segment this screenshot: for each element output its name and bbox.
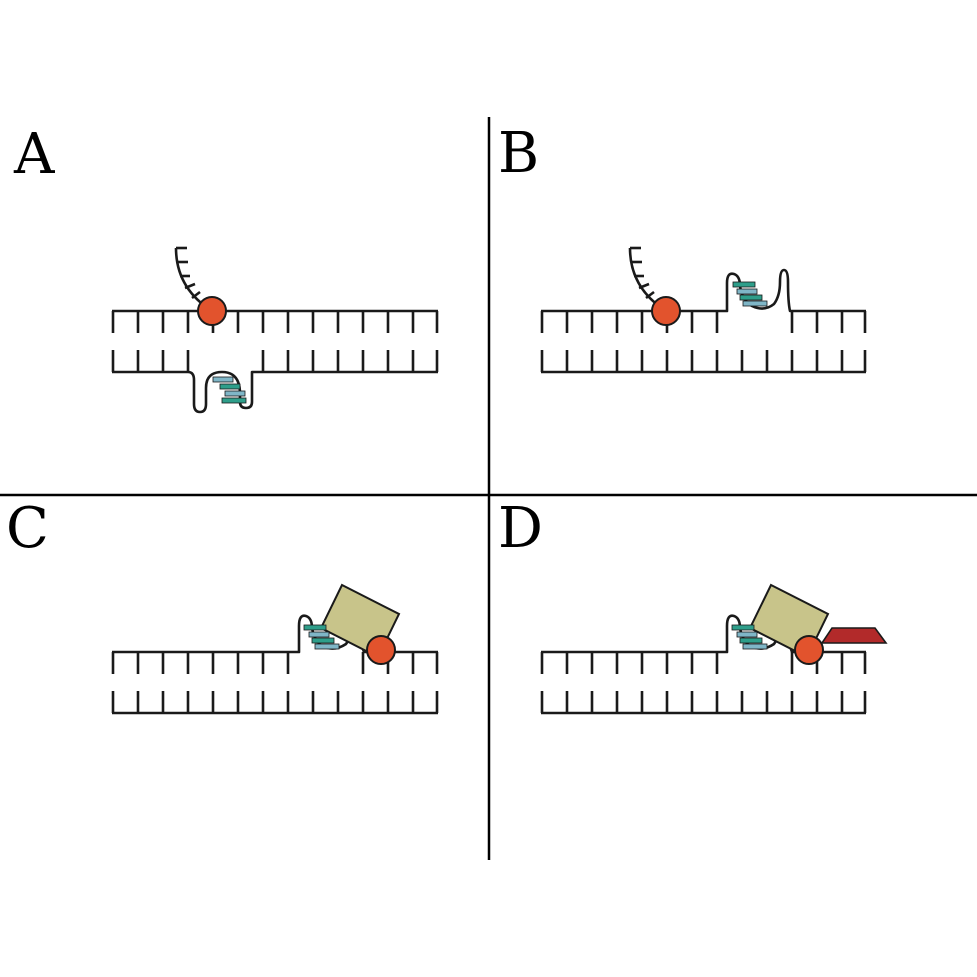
- panel-d-bottom-strand: [540, 691, 867, 715]
- strand-ticks: [540, 691, 867, 713]
- panel-label-c: C: [6, 496, 49, 561]
- panel-d-base-pairs: [731, 624, 768, 650]
- panel-b-base-pairs: [732, 281, 768, 307]
- panel-c: [111, 583, 439, 715]
- panel-b-top-strand: [540, 268, 867, 333]
- primer-tooth: [184, 282, 196, 290]
- strand-ticks: [111, 311, 439, 333]
- panel-b: [540, 246, 867, 374]
- panel-d-red-ball: [794, 635, 824, 665]
- primer-teeth: [630, 246, 655, 300]
- panel-c-red-ball: [366, 635, 396, 665]
- panel-c-bottom-strand: [111, 691, 439, 715]
- strand-ticks: [540, 350, 867, 372]
- primer-teeth: [176, 246, 201, 300]
- primer-tooth: [191, 290, 201, 300]
- panel-a: [111, 246, 439, 414]
- panel-a-base-pairs: [212, 376, 247, 404]
- panel-b-bottom-strand: [540, 350, 867, 374]
- strand-ticks: [111, 350, 439, 372]
- primer-tooth: [645, 290, 655, 300]
- panel-c-base-pairs: [303, 624, 340, 650]
- panel-a-bottom-strand: [111, 350, 439, 414]
- panel-label-b: B: [498, 121, 539, 186]
- panel-label-d: D: [498, 496, 543, 561]
- strand-ticks: [111, 652, 439, 674]
- strand-ticks: [540, 652, 867, 674]
- strand-ticks: [111, 691, 439, 713]
- panel-a-top-strand: [111, 309, 439, 333]
- panel-label-a: A: [13, 122, 55, 187]
- strand-ticks: [540, 311, 867, 333]
- panel-a-red-ball: [197, 296, 227, 326]
- panel-d: [540, 583, 888, 715]
- panel-b-red-ball: [651, 296, 681, 326]
- panel-d-red-wedge: [820, 627, 888, 644]
- primer-tooth: [638, 282, 650, 290]
